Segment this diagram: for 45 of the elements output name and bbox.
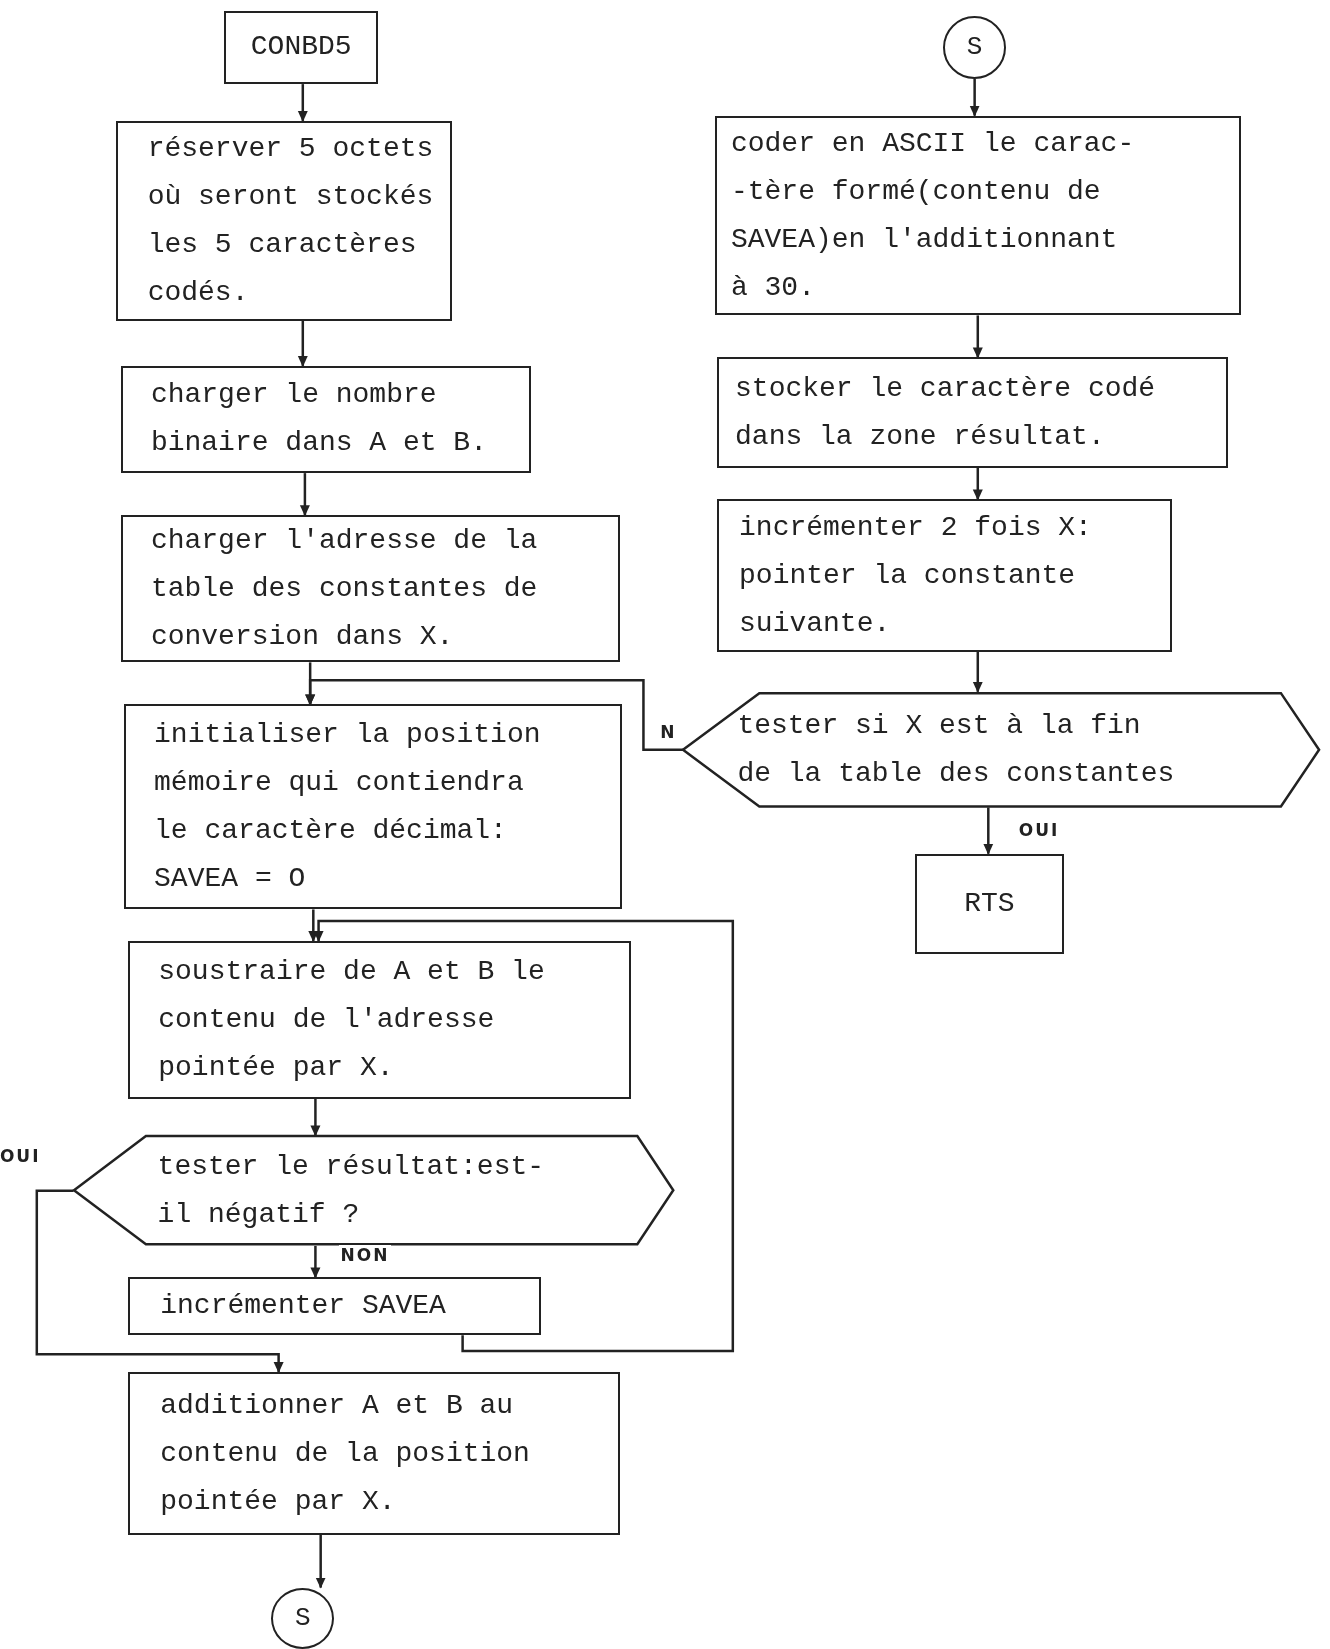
- node-text: incrémenter 2 fois X: pointer la constante suivante.: [739, 510, 1093, 641]
- process-box: [717, 357, 1228, 468]
- arrow: [35, 1189, 284, 1374]
- arrow: [308, 909, 319, 942]
- arrow: [969, 78, 980, 117]
- node-text: coder en ASCII le carac- -tère formé(contenu de SAVEA)en l'additionnant à 30.: [730, 126, 1136, 305]
- process-box: [223, 10, 379, 85]
- node-text: CONBD5: [250, 30, 352, 65]
- decision-hexagon: [683, 691, 1320, 808]
- node-text: soustraire de A et B le contenu de l'adresse pointée par X.: [158, 954, 546, 1085]
- arrow: [972, 315, 983, 359]
- process-box: [914, 853, 1064, 954]
- node-text: réserver 5 octets où seront stockés les 5 caractères codés.: [147, 131, 435, 310]
- process-box: [128, 941, 631, 1099]
- node-text: additionner A et B au contenu de la position pointée par X.: [160, 1388, 531, 1519]
- arrow: [972, 467, 983, 501]
- arrow: [297, 320, 308, 367]
- arrow: [313, 919, 735, 1353]
- process-box: [120, 515, 621, 663]
- arrow: [305, 679, 684, 751]
- arrow: [297, 84, 308, 122]
- node-text: tester le résultat:est- il négatif ?: [157, 1149, 546, 1232]
- node-text: charger l'adresse de la table des constantes de conversion dans X.: [150, 523, 539, 654]
- arrow: [310, 1098, 321, 1137]
- process-box: [717, 499, 1173, 652]
- process-box: [128, 1372, 621, 1535]
- arrow: [983, 807, 994, 855]
- node-text: S: [966, 31, 983, 65]
- process-box: [714, 115, 1241, 316]
- arrow: [310, 1245, 321, 1279]
- node-text: RTS: [964, 886, 1015, 921]
- process-box: [115, 120, 453, 321]
- process-box: [128, 1277, 542, 1336]
- process-box: [124, 704, 623, 910]
- node-text: incrémenter SAVEA: [160, 1289, 446, 1324]
- node-text: charger le nombre binaire dans A et B.: [150, 378, 488, 461]
- node-text: stocker le caractère codé dans la zone résultat.: [735, 371, 1157, 454]
- node-text: initialiser la position mémoire qui contiendra le caractère décimal: SAVEA = O: [154, 717, 542, 896]
- process-box: [120, 365, 531, 474]
- arrow: [315, 1535, 326, 1589]
- node-text: S: [295, 1602, 311, 1636]
- decision-hexagon: [73, 1135, 673, 1246]
- arrow: [299, 473, 310, 517]
- arrow: [972, 651, 983, 693]
- node-text: tester si X est à la fin de la table des constantes: [737, 708, 1176, 791]
